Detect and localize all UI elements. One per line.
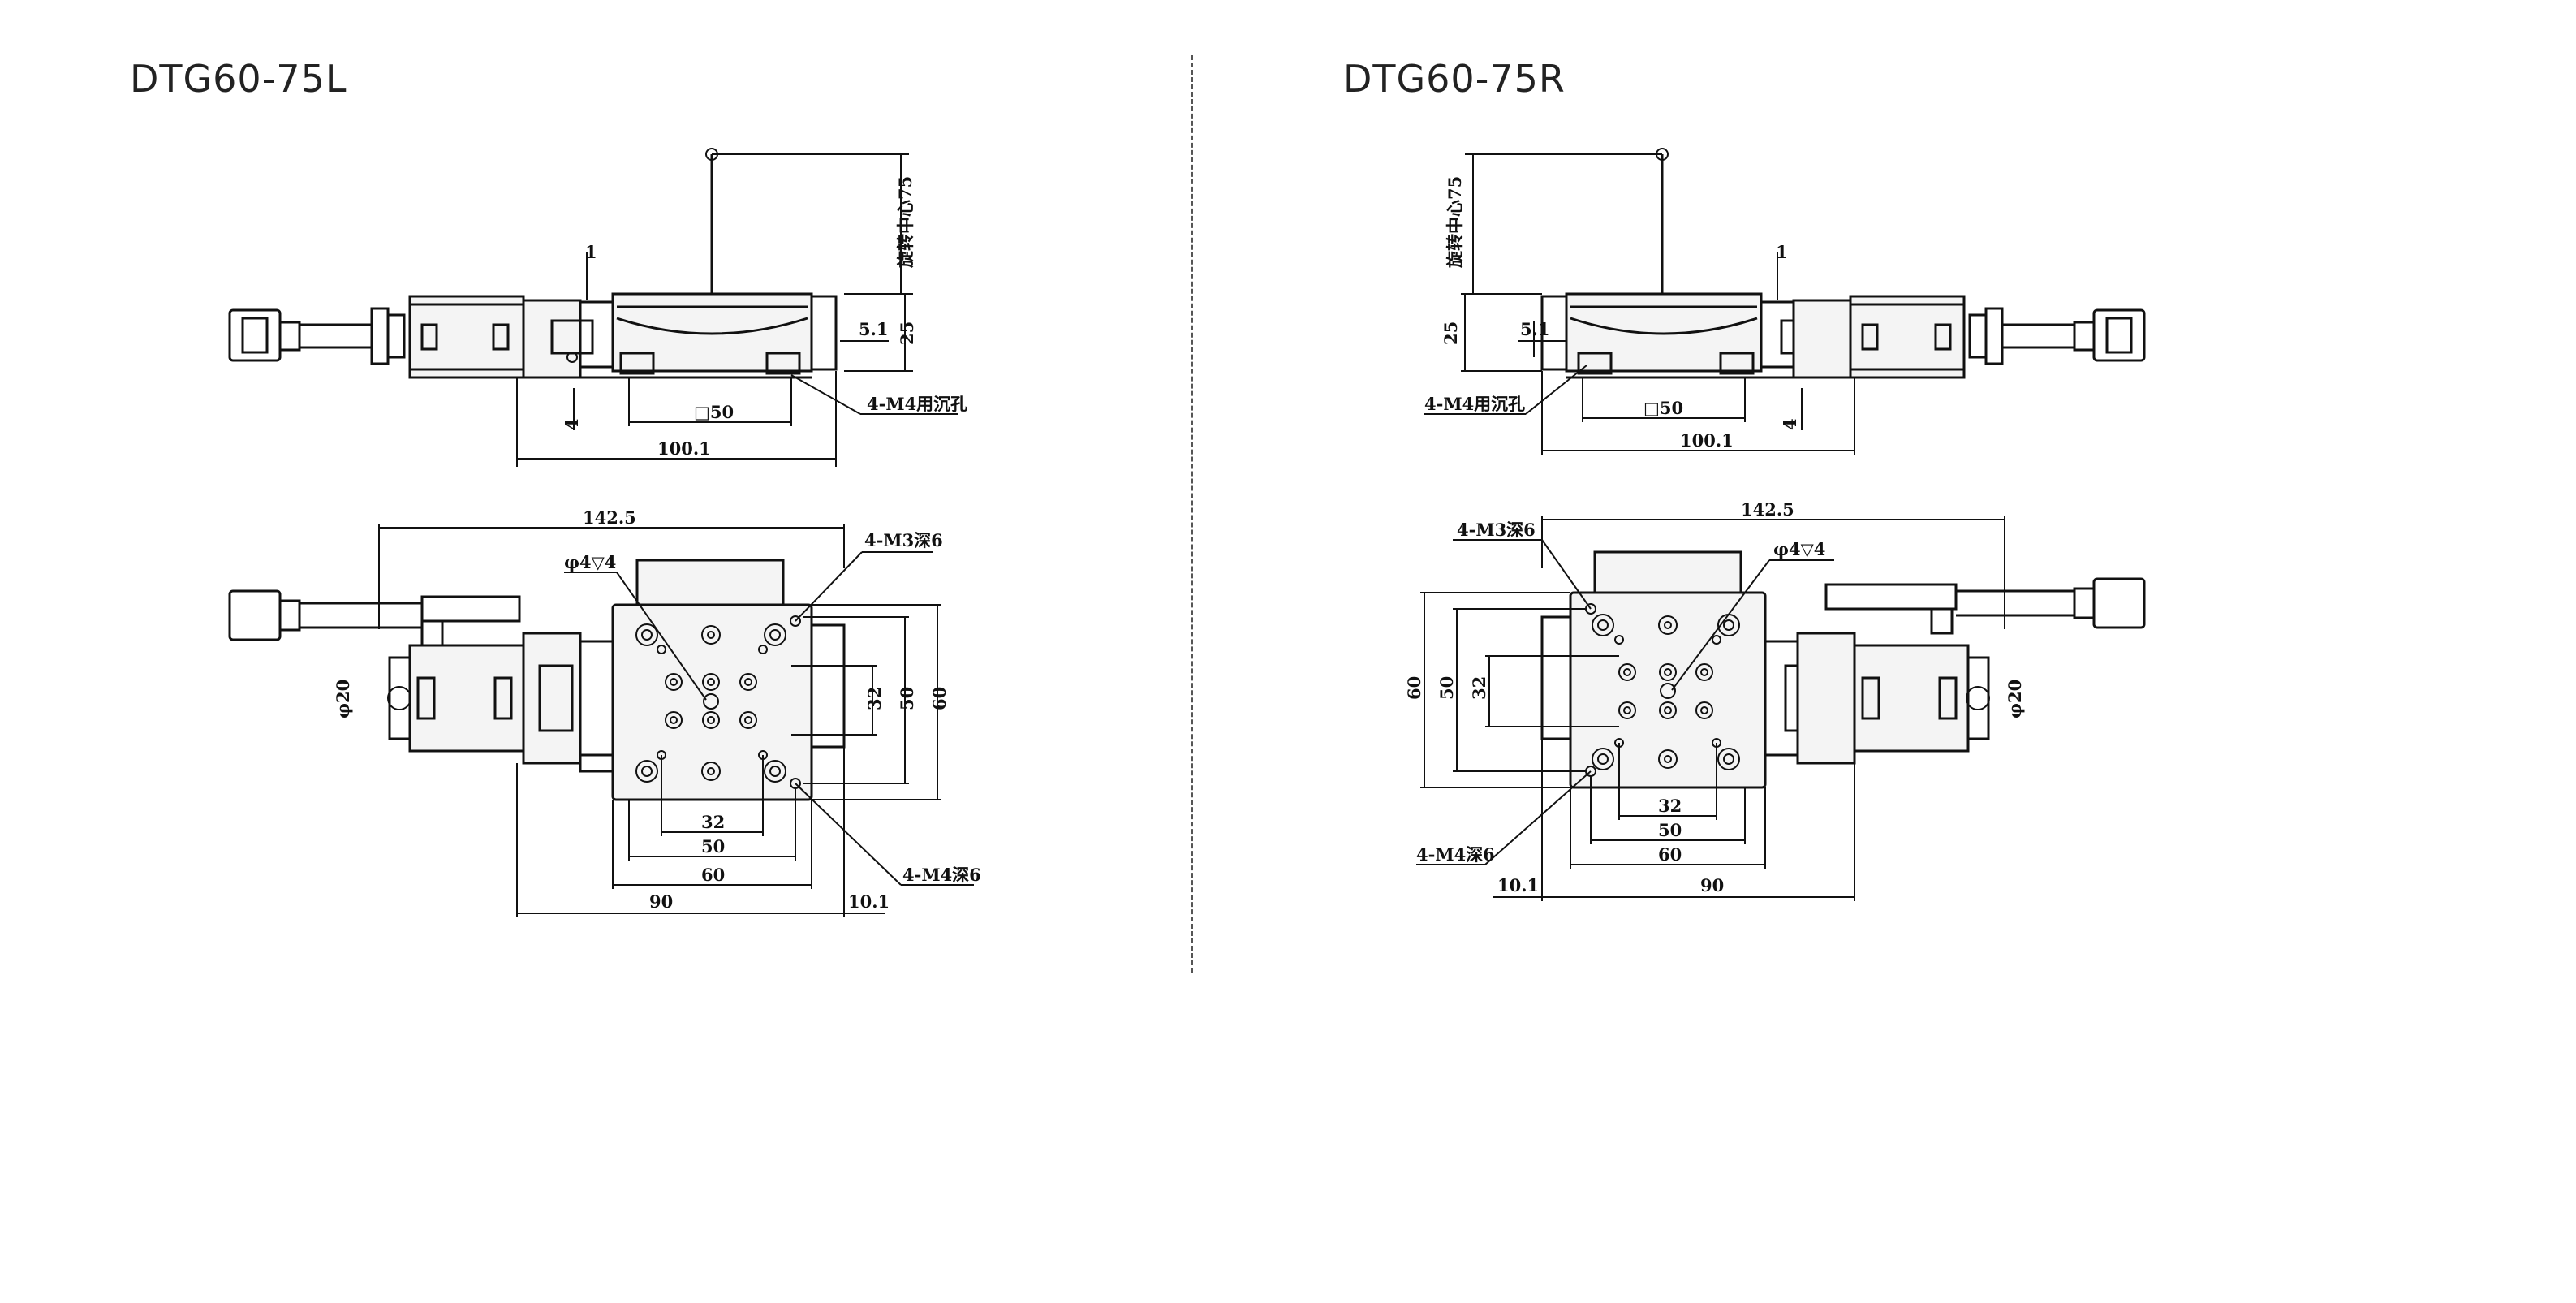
dim-thickness: 4 (562, 418, 582, 430)
dim-h50: 50 (701, 836, 725, 856)
dim-v60: 60 (929, 687, 950, 710)
dim-width: 142.5 (583, 507, 636, 528)
drawing-left: 旋转中心75 1 5.1 (228, 148, 981, 917)
dim-v50: 50 (897, 687, 917, 710)
dim-height: 25 (897, 321, 917, 345)
label-tap-m3-r: 4-M3深6 (1457, 520, 1536, 540)
dim-base: 90 (649, 891, 673, 912)
top-view-right: 142.5 (1404, 499, 2146, 901)
dim-thickness-r: 4 (1780, 418, 1800, 430)
dim-base-r: 90 (1700, 875, 1724, 895)
top-view-left: 142.5 (228, 507, 981, 917)
center-divider (1191, 55, 1193, 973)
label-counterbore: 4-M4用沉孔 (867, 394, 967, 414)
dim-height-r: 25 (1441, 321, 1461, 345)
label-knob: φ20 (333, 680, 353, 718)
label-tap-m4-r: 4-M4深6 (1416, 844, 1495, 865)
dim-gap-r: 1 (1776, 242, 1788, 262)
dim-width-r: 142.5 (1741, 499, 1794, 520)
label-pin-r: φ4▽4 (1773, 539, 1825, 559)
dim-square: □50 (694, 402, 734, 422)
dim-h32-r: 32 (1658, 796, 1682, 816)
dim-v60-r: 60 (1404, 676, 1424, 700)
dim-offset-top-r: 10.1 (1497, 875, 1539, 895)
title-right: DTG60-75R (1343, 57, 1566, 101)
title-left: DTG60-75L (130, 57, 347, 101)
drawing-right: 旋转中心75 1 5.1 25 4 (1404, 148, 2146, 901)
dim-length: 100.1 (657, 438, 711, 459)
label-counterbore-r: 4-M4用沉孔 (1424, 394, 1525, 414)
dim-gap: 1 (585, 242, 597, 262)
dim-rot-center-r: 旋转中心75 (1445, 176, 1465, 269)
label-tap-m3: 4-M3深6 (864, 530, 943, 550)
label-pin: φ4▽4 (564, 552, 616, 572)
side-view-right: 旋转中心75 1 5.1 25 4 (1424, 148, 2146, 455)
dim-length-r: 100.1 (1680, 430, 1734, 451)
dim-h50-r: 50 (1658, 820, 1682, 840)
dim-h32: 32 (701, 812, 725, 832)
dim-offset-r: 5.1 (1520, 319, 1550, 339)
dim-rot-center: 旋转中心75 (895, 176, 915, 269)
dim-v32: 32 (864, 687, 885, 710)
dim-h60-r: 60 (1658, 844, 1682, 865)
side-view-left: 旋转中心75 1 5.1 (228, 148, 967, 467)
dim-v32-r: 32 (1469, 676, 1489, 700)
dim-v50-r: 50 (1437, 676, 1457, 700)
label-knob-r: φ20 (2005, 680, 2025, 718)
dim-offset-top: 10.1 (848, 891, 890, 912)
dim-h60: 60 (701, 865, 725, 885)
dim-offset: 5.1 (859, 319, 889, 339)
label-tap-m4: 4-M4深6 (902, 865, 981, 885)
dim-square-r: □50 (1643, 398, 1683, 418)
